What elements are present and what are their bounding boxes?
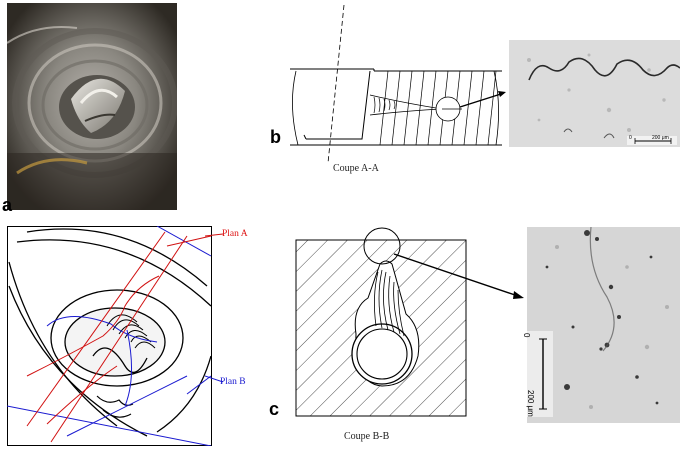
scale-c-value: 200 μm bbox=[526, 390, 535, 417]
plan-leaders bbox=[205, 233, 224, 383]
scale-c-zero: 0 bbox=[522, 333, 531, 338]
photo-cavity bbox=[7, 3, 177, 210]
caption-coupe-bb: Coupe B-B bbox=[344, 431, 390, 442]
scale-b-value: 200 μm bbox=[652, 135, 669, 141]
panel-label-b: b bbox=[270, 127, 281, 147]
label-plan-b: Plan B bbox=[220, 377, 246, 387]
section-bb-drawing bbox=[295, 227, 524, 417]
caption-coupe-aa: Coupe A-A bbox=[333, 163, 379, 174]
micrograph-bb bbox=[527, 227, 680, 423]
label-plan-a: Plan A bbox=[222, 229, 248, 239]
scale-b-zero: 0 bbox=[629, 135, 632, 141]
section-aa-drawing bbox=[290, 5, 506, 163]
cad-plans-drawing bbox=[7, 226, 212, 446]
panel-label-a: a bbox=[2, 195, 13, 215]
micrograph-aa bbox=[509, 40, 680, 147]
panel-label-c: c bbox=[269, 399, 280, 419]
